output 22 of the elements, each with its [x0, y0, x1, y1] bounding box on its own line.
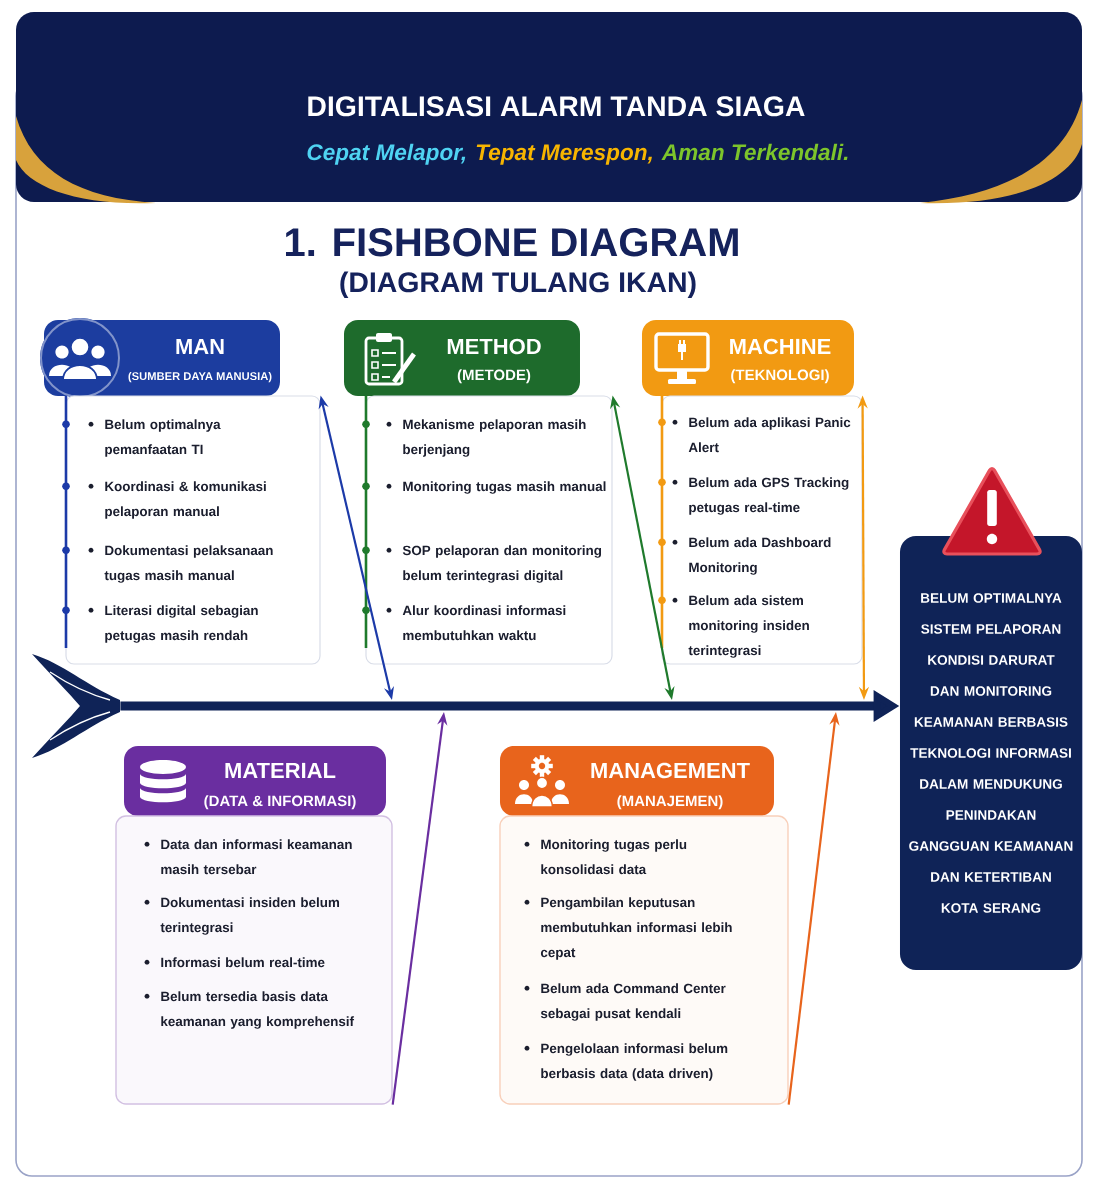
banner-subtitle: DIGITALISASI ALARM TANDA SIAGA — [308, 96, 805, 117]
tagline: Aman Terkendali. — [661, 143, 848, 161]
category-title: MATERIAL — [225, 762, 336, 778]
cause-card — [499, 815, 789, 1105]
tagline: Cepat Melapor, — [307, 143, 466, 165]
category-header — [124, 746, 386, 816]
category-header — [40, 318, 280, 398]
tagline: Tepat Merespon, — [476, 144, 652, 165]
cause-card — [115, 815, 393, 1105]
category-header — [642, 320, 854, 396]
fish-tail — [32, 654, 120, 758]
category-header — [344, 320, 580, 396]
diagram-title: 1. FISHBONE DIAGRAM — [286, 228, 738, 257]
cause-card — [362, 395, 613, 665]
cause-card — [658, 395, 863, 665]
category-title: MACHINE — [730, 338, 831, 355]
category-title: MAN — [176, 338, 224, 354]
category-title: MANAGEMENT — [591, 762, 750, 779]
diagram-subtitle: (DIAGRAM TULANG IKAN) — [340, 271, 696, 298]
category-title: METHOD — [447, 338, 541, 355]
cause-card — [62, 395, 321, 665]
category-header — [500, 746, 774, 816]
